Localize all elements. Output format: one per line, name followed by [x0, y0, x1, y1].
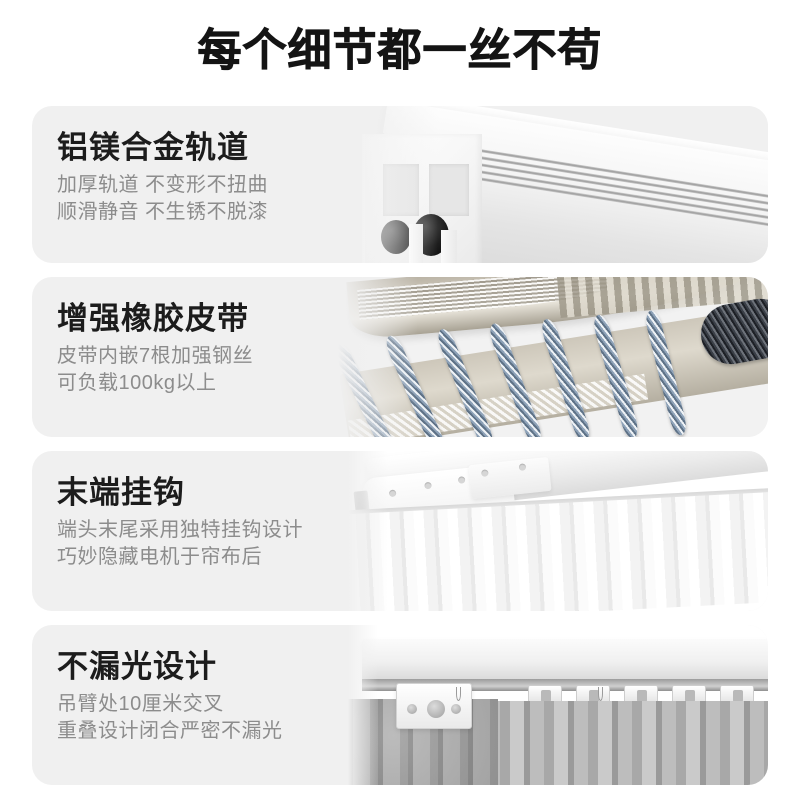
photo-fade-left [338, 277, 418, 437]
steel-cord-3 [434, 326, 497, 437]
screw-2 [424, 481, 432, 490]
feature-subtitle-line1: 加厚轨道 不变形不扭曲 [57, 174, 269, 196]
feature-subtitle-line2: 重叠设计闭合严密不漏光 [57, 720, 283, 742]
curtain-carriers [368, 685, 768, 707]
roller-post-2 [441, 230, 457, 263]
feature-text-block: 不漏光设计 吊臂处10厘米交叉 重叠设计闭合严密不漏光 [57, 649, 283, 745]
plate-screw-2 [518, 463, 527, 471]
carrier-1 [528, 685, 562, 705]
curtain-hook-pin-1 [456, 687, 461, 701]
steel-cord-6 [591, 312, 641, 437]
feature-card-reinforced-belt[interactable]: 增强橡胶皮带 皮带内嵌7根加强钢丝 可负载100kg以上 [32, 277, 768, 437]
feature-subtitle-line1: 端头末尾采用独特挂钩设计 [57, 519, 303, 541]
photo-fade-left [348, 451, 388, 611]
photo-fade-left [348, 106, 438, 263]
feature-card-aluminum-track[interactable]: 铝镁合金轨道 加厚轨道 不变形不扭曲 顺滑静音 不生锈不脱漆 [32, 106, 768, 263]
steel-cord-7 [643, 308, 689, 437]
bracket-center-hole [427, 700, 445, 718]
bracket-hole-left [407, 704, 417, 714]
feature-title: 不漏光设计 [57, 649, 217, 684]
ceiling-pelmet [362, 639, 768, 681]
feature-card-end-hook[interactable]: 末端挂钩 端头末尾采用独特挂钩设计 巧妙隐藏电机于帘布后 [32, 451, 768, 611]
feature-subtitle-line2: 巧妙隐藏电机于帘布后 [57, 546, 262, 568]
page-title: 每个细节都一丝不苟 [197, 26, 603, 76]
feature-text-block: 末端挂钩 端头末尾采用独特挂钩设计 巧妙隐藏电机于帘布后 [57, 475, 303, 571]
steel-cord-4 [486, 321, 545, 437]
no-light-leak-photo [348, 625, 768, 785]
feature-card-no-light-leak[interactable]: 不漏光设计 吊臂处10厘米交叉 重叠设计闭合严密不漏光 [32, 625, 768, 785]
feature-text-block: 增强橡胶皮带 皮带内嵌7根加强钢丝 可负载100kg以上 [57, 301, 253, 397]
feature-subtitle-line2: 可负载100kg以上 [57, 372, 217, 394]
plate-screw-1 [481, 469, 489, 477]
steel-cord-5 [538, 316, 593, 437]
feature-subtitle-line1: 皮带内嵌7根加强钢丝 [57, 345, 254, 367]
feature-title: 铝镁合金轨道 [57, 130, 249, 165]
bracket-hole-right [451, 704, 461, 714]
curtain-hook-pin-2 [598, 687, 603, 701]
aluminum-magnesium-alloy-track-photo [348, 106, 768, 263]
belt-dark-edge [696, 294, 768, 369]
feature-title: 增强橡胶皮带 [57, 301, 249, 336]
photo-fade-left [348, 625, 378, 785]
feature-text-block: 铝镁合金轨道 加厚轨道 不变形不扭曲 顺滑静音 不生锈不脱漆 [57, 130, 268, 226]
screw-3 [457, 476, 466, 484]
end-hook-photo [348, 451, 768, 611]
feature-subtitle-line2: 顺滑静音 不生锈不脱漆 [57, 201, 269, 223]
feature-subtitle-line1: 吊臂处10厘米交叉 [57, 693, 224, 715]
screw-1 [388, 489, 397, 498]
reinforced-rubber-belt-photo [338, 277, 768, 437]
feature-title: 末端挂钩 [57, 475, 185, 510]
